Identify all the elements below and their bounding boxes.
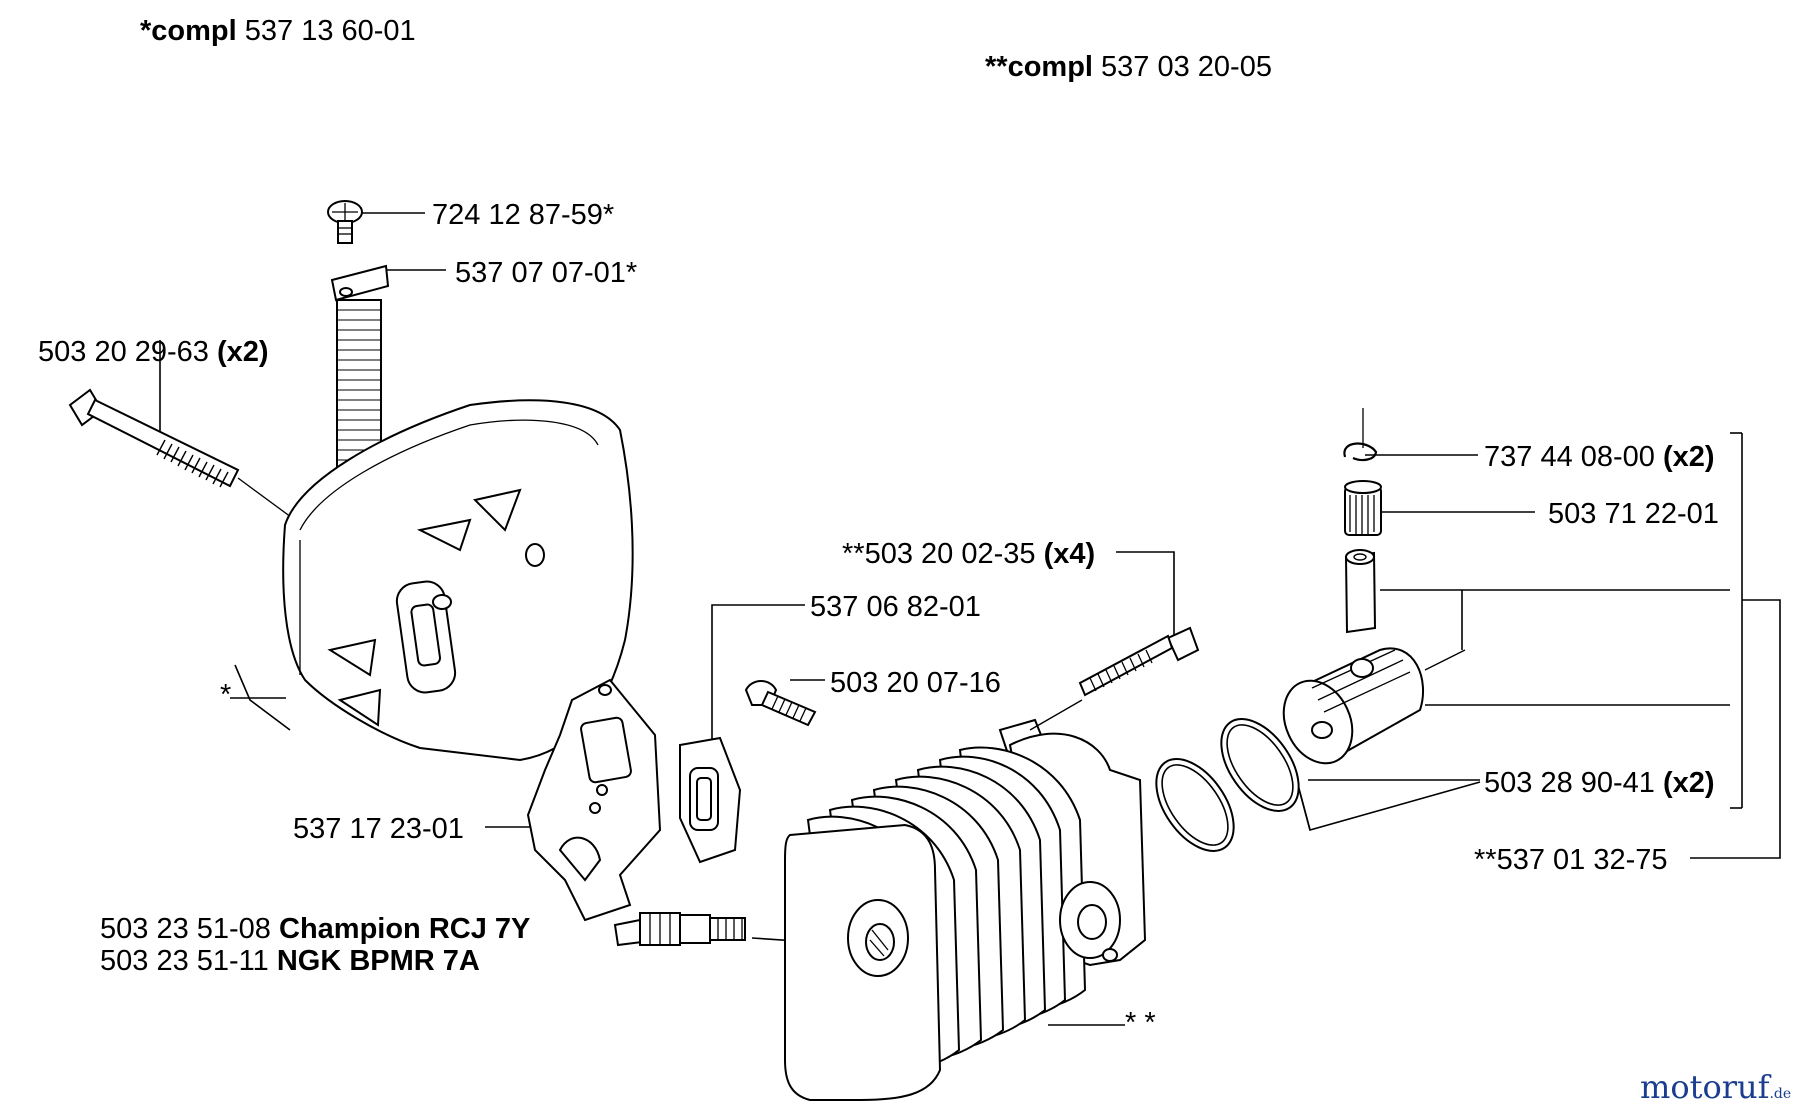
label-small-screw: 503 20 07-16 (830, 667, 1001, 699)
piston-ring-qty: (x2) (1663, 767, 1715, 799)
compl-prefix-2: **compl (985, 51, 1093, 83)
gasket-part (679, 736, 742, 864)
compl-label-1: *compl 537 13 60-01 (140, 15, 416, 47)
label-muffler: * (220, 679, 231, 711)
spark-plug-2-name: NGK BPMR 7A (277, 945, 480, 977)
cylinder-bolt-part (1029, 626, 1200, 731)
cylinder-bolt-number: **503 20 02-35 (842, 538, 1036, 570)
screw-part (327, 200, 363, 244)
watermark-logo: motoruf.de (1640, 1068, 1791, 1106)
piston-rings-part (1155, 718, 1300, 852)
label-piston-kit: **537 01 32-75 (1474, 844, 1668, 876)
watermark-tld: .de (1769, 1086, 1791, 1102)
spark-plug-1-name: Champion RCJ 7Y (279, 913, 530, 945)
heat-plate-part (526, 678, 662, 922)
label-cylinder-bolt: **503 20 02-35 (x4) (842, 538, 1095, 570)
watermark-brand: motoruf (1640, 1068, 1772, 1106)
compl-number-1: 537 13 60-01 (245, 15, 416, 47)
cylinder-part (784, 718, 1147, 1101)
piston-pin-part (1344, 549, 1377, 634)
label-bearing: 503 71 22-01 (1548, 498, 1719, 530)
spark-plug-part (613, 912, 746, 947)
label-spark-plug-2: 503 23 51-11 NGK BPMR 7A (100, 945, 480, 977)
label-long-bolt: 503 20 29-63 (x2) (38, 336, 269, 368)
spark-plug-1-number: 503 23 51-08 (100, 913, 271, 945)
piston-ring-number: 503 28 90-41 (1484, 767, 1655, 799)
spark-plug-2-number: 503 23 51-11 (100, 945, 269, 977)
cylinder-bolt-qty: (x4) (1044, 538, 1096, 570)
label-heat-plate: 537 17 23-01 (293, 813, 464, 845)
compl-prefix-1: *compl (140, 15, 237, 47)
compl-label-2: **compl 537 03 20-05 (985, 51, 1272, 83)
piston-part (1282, 647, 1466, 765)
label-piston-ring: 503 28 90-41 (x2) (1484, 767, 1715, 799)
label-circlip: 737 44 08-00 (x2) (1484, 441, 1715, 473)
long-bolt-part (68, 388, 296, 521)
label-cylinder: * * (1125, 1007, 1156, 1039)
label-gasket: 537 06 82-01 (810, 591, 981, 623)
label-screw: 724 12 87-59* (432, 199, 614, 231)
circlip-qty: (x2) (1663, 441, 1715, 473)
small-screw-part (744, 680, 817, 727)
circlip-part (1343, 408, 1378, 462)
needle-bearing-part (1344, 480, 1382, 536)
long-bolt-number: 503 20 29-63 (38, 336, 209, 368)
long-bolt-qty: (x2) (217, 336, 269, 368)
muffler-part (282, 399, 634, 762)
label-spark-plug-1: 503 23 51-08 Champion RCJ 7Y (100, 913, 530, 945)
circlip-number: 737 44 08-00 (1484, 441, 1655, 473)
label-bracket: 537 07 07-01* (455, 257, 637, 289)
compl-number-2: 537 03 20-05 (1101, 51, 1272, 83)
